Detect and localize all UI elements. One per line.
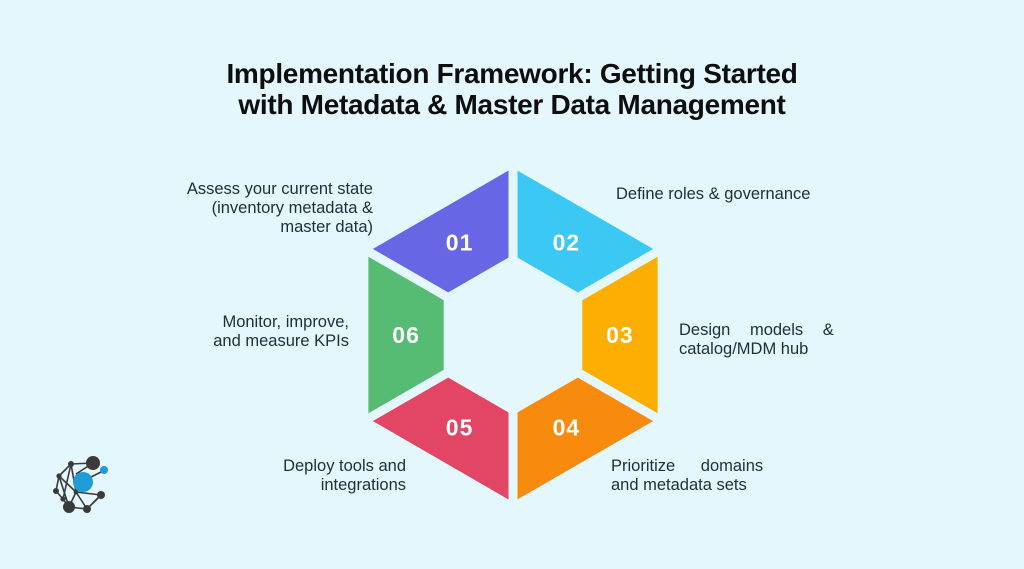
segment-02-label: Define roles & governance — [616, 185, 811, 203]
segment-04-number: 04 — [553, 415, 581, 441]
segment-01-number: 01 — [446, 229, 474, 255]
segment-06-label: Monitor, improve, and measure KPIs — [213, 313, 349, 350]
segment-01-shape — [368, 168, 513, 295]
segment-06-shape — [368, 251, 444, 419]
page-title: Implementation Framework: Getting Starte… — [0, 58, 1024, 120]
segment-01-label: Assess your current state (inventory met… — [186, 180, 373, 236]
segment-04-label: Prioritize domains and metadata sets — [611, 457, 764, 494]
segment-02-shape — [513, 168, 658, 295]
page-title-line1: Implementation Framework: Getting Starte… — [226, 58, 798, 89]
segment-03-shape — [582, 251, 658, 419]
network-graph-logo-icon — [53, 456, 108, 513]
logo-nodes — [53, 456, 105, 513]
segment-03-label: Design models & catalog/MDM hub — [679, 321, 834, 358]
segment-03-number: 03 — [606, 322, 634, 348]
segment-05-number: 05 — [446, 415, 474, 441]
segment-06-number: 06 — [392, 322, 420, 348]
segment-gap-lines — [357, 158, 669, 512]
segment-02-number: 02 — [553, 229, 581, 255]
segment-04-shape — [513, 375, 658, 502]
segment-05-shape — [368, 375, 513, 502]
hexagon-svg: 01 02 03 04 05 06 — [357, 158, 669, 512]
segment-05-label: Deploy tools and integrations — [283, 457, 406, 494]
hexagon-cycle-diagram: 01 02 03 04 05 06 — [357, 158, 669, 513]
logo-accent — [73, 466, 108, 492]
page-title-line2: with Metadata & Master Data Management — [238, 89, 786, 120]
